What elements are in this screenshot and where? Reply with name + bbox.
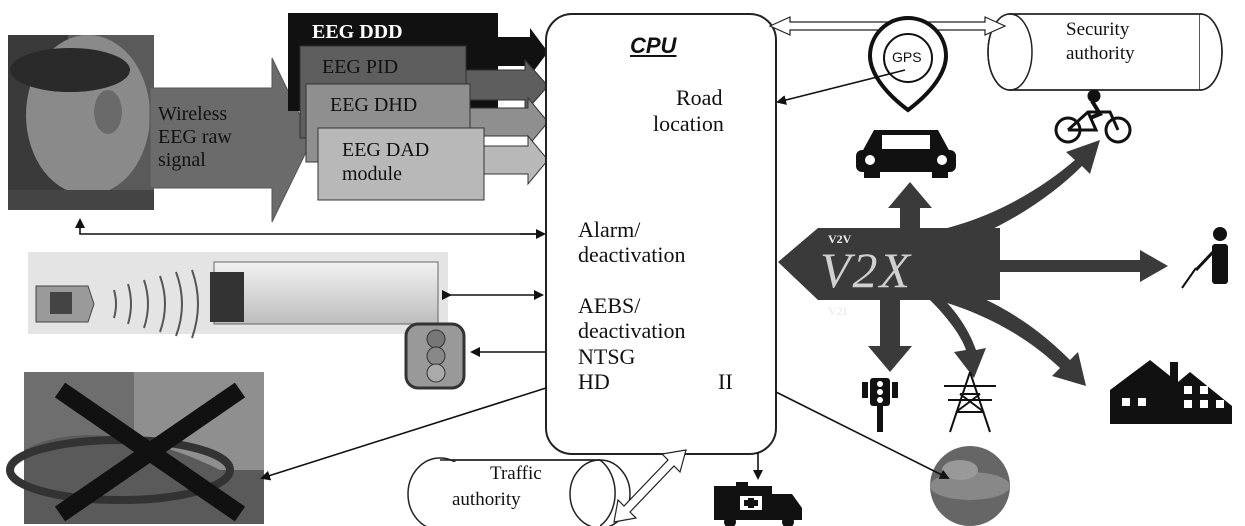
eeg-input-line3: signal <box>158 149 206 171</box>
vehicle-truck-scene <box>28 252 448 339</box>
traffic-authority-line2: authority <box>452 489 521 510</box>
traffic-authority-cylinder <box>407 457 631 526</box>
eeg-ddd-label: EEG DDD <box>312 21 403 43</box>
hd-label: HD <box>578 369 610 394</box>
gps-label: GPS <box>892 49 922 65</box>
security-authority-line1: Security <box>1066 19 1130 40</box>
cpu-title: CPU <box>630 33 677 58</box>
cpu-to-hands-arrow <box>260 387 547 481</box>
gps-to-cpu-arrow <box>776 69 906 105</box>
traffic-signal-icon <box>404 322 466 390</box>
v2x-label: V2X <box>820 242 913 298</box>
v2v-label: V2V <box>828 232 852 246</box>
road-location-line2: location <box>653 111 724 136</box>
ntsg-label: NTSG <box>578 344 636 369</box>
ambulance-icon <box>714 482 802 526</box>
driver-hands-photo <box>6 372 264 524</box>
road-location-line1: Road <box>676 85 723 110</box>
power-tower-icon <box>944 371 996 433</box>
bicycle-icon <box>1054 89 1132 144</box>
eeg-dad-line1: EEG DAD <box>342 139 430 161</box>
eeg-input-line1: Wireless <box>158 103 228 125</box>
cpu-box <box>545 13 777 455</box>
pedestrian-icon <box>1181 227 1228 289</box>
eeg-dhd-label: EEG DHD <box>330 94 418 116</box>
security-authority-cylinder <box>987 13 1223 91</box>
aebs-line1: AEBS/ <box>578 293 641 318</box>
ii-label: II <box>718 369 733 394</box>
aebs-line2: deactivation <box>578 318 686 343</box>
cpu-driver-feedback-arrow <box>75 218 544 235</box>
cpu-to-globe-arrow <box>775 391 950 479</box>
eeg-pid-label: EEG PID <box>322 56 399 78</box>
houses-icon <box>1110 360 1232 424</box>
v2i-label: V2I <box>828 304 848 318</box>
wireless-signal-arrow <box>149 57 313 223</box>
globe-crossed-icon <box>930 446 1010 526</box>
security-authority-line2: authority <box>1066 43 1135 64</box>
traffic-light-icon <box>862 378 898 432</box>
alarm-line2: deactivation <box>578 242 686 267</box>
cpu-traffic-link <box>613 449 687 523</box>
gps-pin-icon <box>867 16 949 113</box>
car-icon <box>856 130 956 178</box>
alarm-line1: Alarm/ <box>578 217 641 242</box>
eeg-modules <box>288 13 549 201</box>
eeg-dad-line2: module <box>342 163 402 185</box>
traffic-authority-line1: Traffic <box>490 463 542 484</box>
v2x-arrow-bundle <box>778 140 1168 386</box>
driver-eeg-photo <box>8 35 154 210</box>
eeg-input-line2: EEG raw <box>158 126 232 148</box>
